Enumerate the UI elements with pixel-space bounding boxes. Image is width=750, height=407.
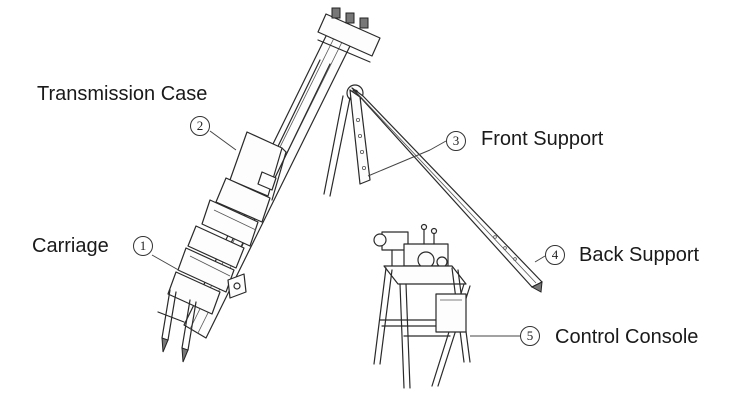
back-support-leg <box>351 87 543 293</box>
callout-label-control-console: Control Console <box>555 326 699 348</box>
front-support-strut <box>323 89 371 197</box>
leader-lines <box>151 130 546 337</box>
callout-number-3: 3 <box>446 131 466 151</box>
callout-label-front-support: Front Support <box>481 128 604 150</box>
callout-number-5: 5 <box>520 326 540 346</box>
control-console-drawing <box>373 223 471 389</box>
transmission-case-drawing <box>201 131 287 247</box>
callout-number-2: 2 <box>190 116 210 136</box>
callout-number-1: 1 <box>133 236 153 256</box>
callout-label-back-support: Back Support <box>579 244 700 266</box>
callout-label-carriage: Carriage <box>32 235 109 257</box>
callout-number-4: 4 <box>545 245 565 265</box>
callout-label-transmission-case: Transmission Case <box>37 83 208 105</box>
carriage-drawing <box>157 225 247 363</box>
mast-top-plate <box>317 7 381 63</box>
